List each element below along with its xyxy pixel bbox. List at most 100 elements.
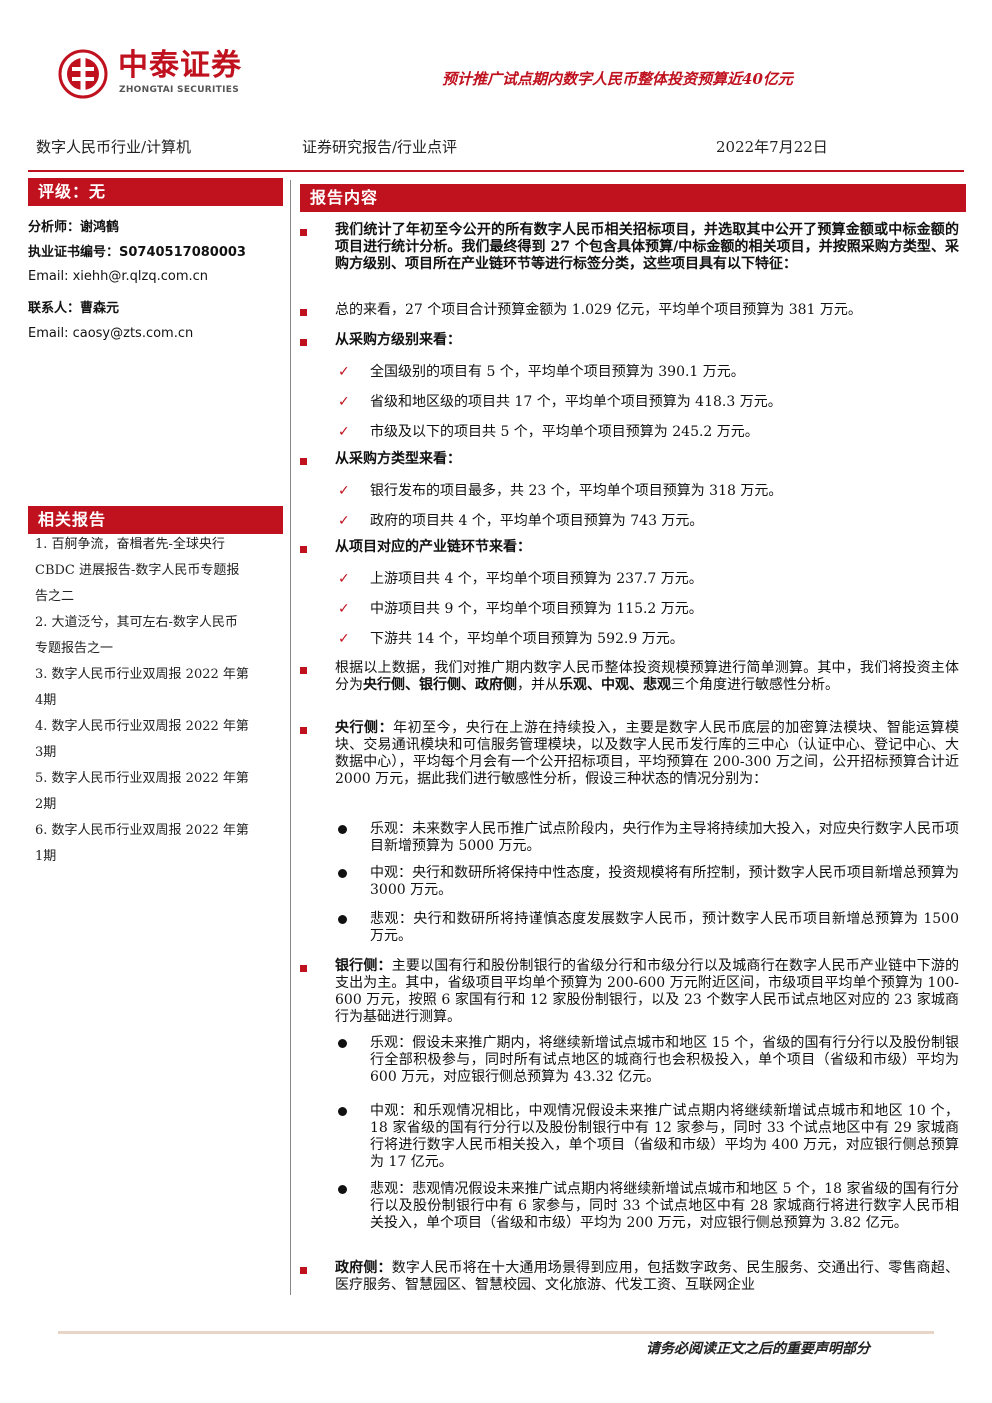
scenario-item: 悲观：央行和数研所将持谨慎态度发展数字人民币，预计数字人民币项目新增总预算为 1…: [370, 911, 959, 944]
contact-name: 曹森元: [80, 301, 120, 316]
section-title-bar: 报告内容: [300, 184, 966, 212]
related-report-line: 告之二: [35, 589, 75, 604]
check-icon: ✓: [338, 394, 350, 410]
check-item: 省级和地区级的项目共 17 个，平均单个项目预算为 418.3 万元。: [370, 394, 782, 410]
related-report-line: 3. 数字人民币行业双周报 2022 年第: [35, 667, 249, 682]
industry-label: 数字人民币行业/计算机: [36, 138, 192, 156]
check-item: 下游共 14 个，平均单个项目预算为 592.9 万元。: [370, 631, 684, 647]
check-item: 市级及以下的项目共 5 个，平均单个项目预算为 245.2 万元。: [370, 424, 759, 440]
related-report-line: 2期: [35, 797, 57, 812]
check-icon: ✓: [338, 601, 350, 617]
bank-text: 主要以国有行和股份制银行的省级分行和市级分行以及城商行在数字人民币产业链中下游的…: [335, 958, 960, 1025]
summary-paragraph: 总的来看，27 个项目合计预算金额为 1.029 亿元，平均单个项目预算为 38…: [335, 302, 862, 318]
bullet-square-icon: [300, 546, 307, 553]
related-report-line: 2. 大道泛兮，其可左右-数字人民币: [35, 615, 238, 630]
check-icon: ✓: [338, 571, 350, 587]
estimate-text: 根据以上数据，我们对推广期内数字人民币整体投资规模预算进行简单测算。其中，我们将…: [335, 660, 959, 693]
related-report-line: CBDC 进展报告-数字人民币专题报: [35, 563, 240, 578]
related-report-line: 6. 数字人民币行业双周报 2022 年第: [35, 823, 249, 838]
bullet-square-icon: [300, 339, 307, 346]
gov-label: 政府侧：: [335, 1260, 392, 1276]
contact-label: 联系人：: [28, 301, 81, 316]
bank-label: 银行侧：: [335, 958, 392, 974]
chain-title: 从项目对应的产业链环节来看：: [335, 539, 531, 555]
cert-label: 执业证书编号：: [28, 245, 120, 260]
analyst-row: 分析师：谢鸿鹤: [28, 216, 119, 235]
check-icon: ✓: [338, 424, 350, 440]
brand-logo: 中泰证券 ZHONGTAI SECURITIES: [58, 47, 278, 107]
report-date: 2022年7月22日: [716, 138, 828, 156]
scenario-item: 中观：和乐观情况相比，中观情况假设未来推广试点期内将继续新增试点城市和地区 10…: [370, 1103, 959, 1170]
gov-paragraph: 政府侧：数字人民币将在十大通用场景得到应用，包括数字政务、民生服务、交通出行、零…: [335, 1260, 959, 1294]
gov-text: 数字人民币将在十大通用场景得到应用，包括数字政务、民生服务、交通出行、零售商超、…: [335, 1260, 960, 1293]
related-report-line: 1期: [35, 849, 57, 864]
email-label: Email:: [28, 269, 73, 284]
contact-email[interactable]: caosy@zts.com.cn: [72, 326, 194, 341]
bullet-dot-icon: [338, 825, 347, 834]
analyst-email[interactable]: xiehh@r.qlzq.com.cn: [72, 269, 209, 284]
rating-bar: 评级：无: [28, 178, 283, 206]
bullet-square-icon: [300, 458, 307, 465]
scenario-item: 乐观：未来数字人民币推广试点阶段内，央行作为主导将持续加大投入，对应央行数字人民…: [370, 821, 959, 854]
related-report-line: 4. 数字人民币行业双周报 2022 年第: [35, 719, 249, 734]
bullet-dot-icon: [338, 869, 347, 878]
estimate-paragraph: 根据以上数据，我们对推广期内数字人民币整体投资规模预算进行简单测算。其中，我们将…: [335, 660, 959, 694]
zhongtai-logo-icon: [58, 49, 108, 99]
estimate-text: 三个角度进行敏感性分析。: [671, 677, 839, 693]
header-divider: [28, 170, 964, 172]
bank-paragraph: 银行侧：主要以国有行和股份制银行的省级分行和市级分行以及城商行在数字人民币产业链…: [335, 958, 959, 1026]
related-report-line: 1. 百舸争流，奋楫者先-全球央行: [35, 537, 225, 552]
check-icon: ✓: [338, 364, 350, 380]
email-label: Email:: [28, 326, 73, 341]
cert-row: 执业证书编号：S0740517080003: [28, 241, 246, 260]
related-report-line: 5. 数字人民币行业双周报 2022 年第: [35, 771, 249, 786]
central-label: 央行侧：: [335, 720, 394, 736]
level-title: 从采购方级别来看：: [335, 332, 461, 348]
brand-name-cn: 中泰证券: [118, 48, 242, 83]
intro-paragraph: 我们统计了年初至今公开的所有数字人民币相关招标项目，并选取其中公开了预算金额或中…: [335, 222, 959, 272]
bullet-square-icon: [300, 965, 307, 972]
estimate-scenarios: 乐观、中观、悲观: [559, 677, 671, 693]
bullet-square-icon: [300, 1267, 307, 1274]
scenario-item: 悲观：悲观情况假设未来推广试点期内将继续新增试点城市和地区 5 个，18 家省级…: [370, 1181, 959, 1231]
related-reports-bar: 相关报告: [28, 506, 283, 534]
scenario-item: 中观：央行和数研所将保持中性态度，投资规模将有所控制，预计数字人民币项目新增总预…: [370, 865, 959, 898]
related-report-line: 3期: [35, 745, 57, 760]
contact-row: 联系人：曹森元: [28, 297, 119, 316]
report-type: 证券研究报告/行业点评: [302, 138, 458, 156]
email-row-2: Email: caosy@zts.com.cn: [28, 326, 193, 341]
analyst-name: 谢鸿鹤: [80, 220, 120, 235]
bullet-dot-icon: [338, 1039, 347, 1048]
footer-divider: [58, 1331, 934, 1334]
check-item: 全国级别的项目有 5 个，平均单个项目预算为 390.1 万元。: [370, 364, 745, 380]
scenario-item: 乐观：假设未来推广期内，将继续新增试点城市和地区 15 个，省级的国有行分行以及…: [370, 1035, 959, 1085]
report-headline: 预计推广试点期内数字人民币整体投资预算近40亿元: [442, 70, 793, 88]
check-item: 银行发布的项目最多，共 23 个，平均单个项目预算为 318 万元。: [370, 483, 783, 499]
check-icon: ✓: [338, 513, 350, 529]
estimate-subjects: 央行侧、银行侧、政府侧: [363, 677, 517, 693]
bullet-square-icon: [300, 667, 307, 674]
footer-disclaimer: 请务必阅读正文之后的重要声明部分: [646, 1341, 870, 1357]
analyst-label: 分析师：: [28, 220, 81, 235]
check-icon: ✓: [338, 631, 350, 647]
cert-number: S0740517080003: [119, 245, 246, 260]
bullet-dot-icon: [338, 1107, 347, 1116]
bullet-square-icon: [300, 727, 307, 734]
email-row-1: Email: xiehh@r.qlzq.com.cn: [28, 269, 208, 284]
central-text: 年初至今，央行在上游在持续投入，主要是数字人民币底层的加密算法模块、智能运算模块…: [335, 720, 960, 787]
check-icon: ✓: [338, 483, 350, 499]
central-paragraph: 央行侧：年初至今，央行在上游在持续投入，主要是数字人民币底层的加密算法模块、智能…: [335, 720, 959, 788]
type-title: 从采购方类型来看：: [335, 451, 461, 467]
bullet-square-icon: [300, 229, 307, 236]
related-report-line: 4期: [35, 693, 57, 708]
check-item: 中游项目共 9 个，平均单个项目预算为 115.2 万元。: [370, 601, 703, 617]
brand-name-en: ZHONGTAI SECURITIES: [119, 85, 239, 95]
related-report-line: 专题报告之一: [35, 641, 114, 656]
bullet-square-icon: [300, 309, 307, 316]
check-item: 政府的项目共 4 个，平均单个项目预算为 743 万元。: [370, 513, 704, 529]
check-item: 上游项目共 4 个，平均单个项目预算为 237.7 万元。: [370, 571, 703, 587]
bullet-dot-icon: [338, 1185, 347, 1194]
bullet-dot-icon: [338, 915, 347, 924]
estimate-text: ，并从: [517, 677, 559, 693]
column-divider: [290, 180, 291, 1295]
